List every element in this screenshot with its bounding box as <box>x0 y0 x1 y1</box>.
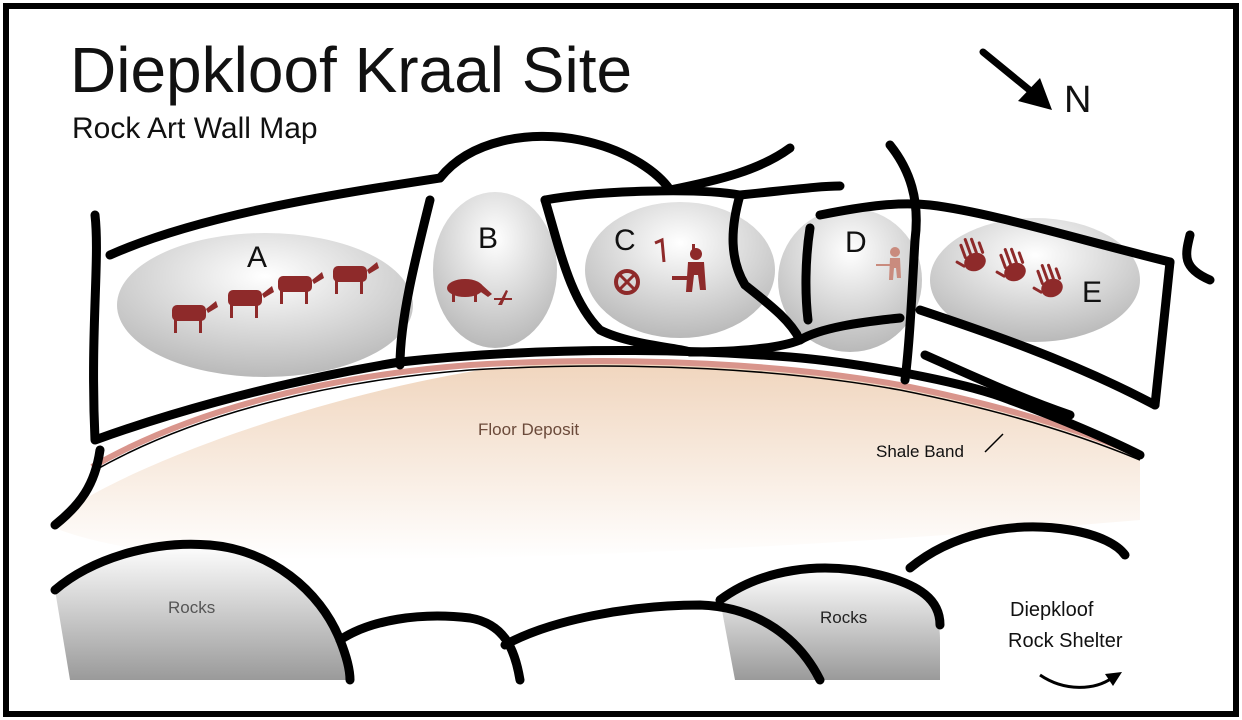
panel-d-letter: D <box>845 226 867 259</box>
panel-a-letter: A <box>247 241 267 274</box>
north-label: N <box>1064 79 1091 121</box>
rocks-left-label: Rocks <box>168 598 215 617</box>
map-title: Diepkloof Kraal Site <box>70 34 632 106</box>
shelter-label-line1: Diepkloof <box>1010 599 1094 621</box>
panel-c-letter: C <box>614 224 636 257</box>
floor-deposit-label: Floor Deposit <box>478 420 579 439</box>
panel-b-letter: B <box>478 222 498 255</box>
shale-band-label: Shale Band <box>876 442 964 461</box>
map-subtitle: Rock Art Wall Map <box>72 112 318 145</box>
rocks-right-label: Rocks <box>820 608 867 627</box>
shelter-label-line2: Rock Shelter <box>1008 630 1123 652</box>
panel-e-letter: E <box>1082 276 1102 309</box>
panel-c-surface <box>585 202 775 338</box>
panel-b-surface <box>433 192 557 348</box>
